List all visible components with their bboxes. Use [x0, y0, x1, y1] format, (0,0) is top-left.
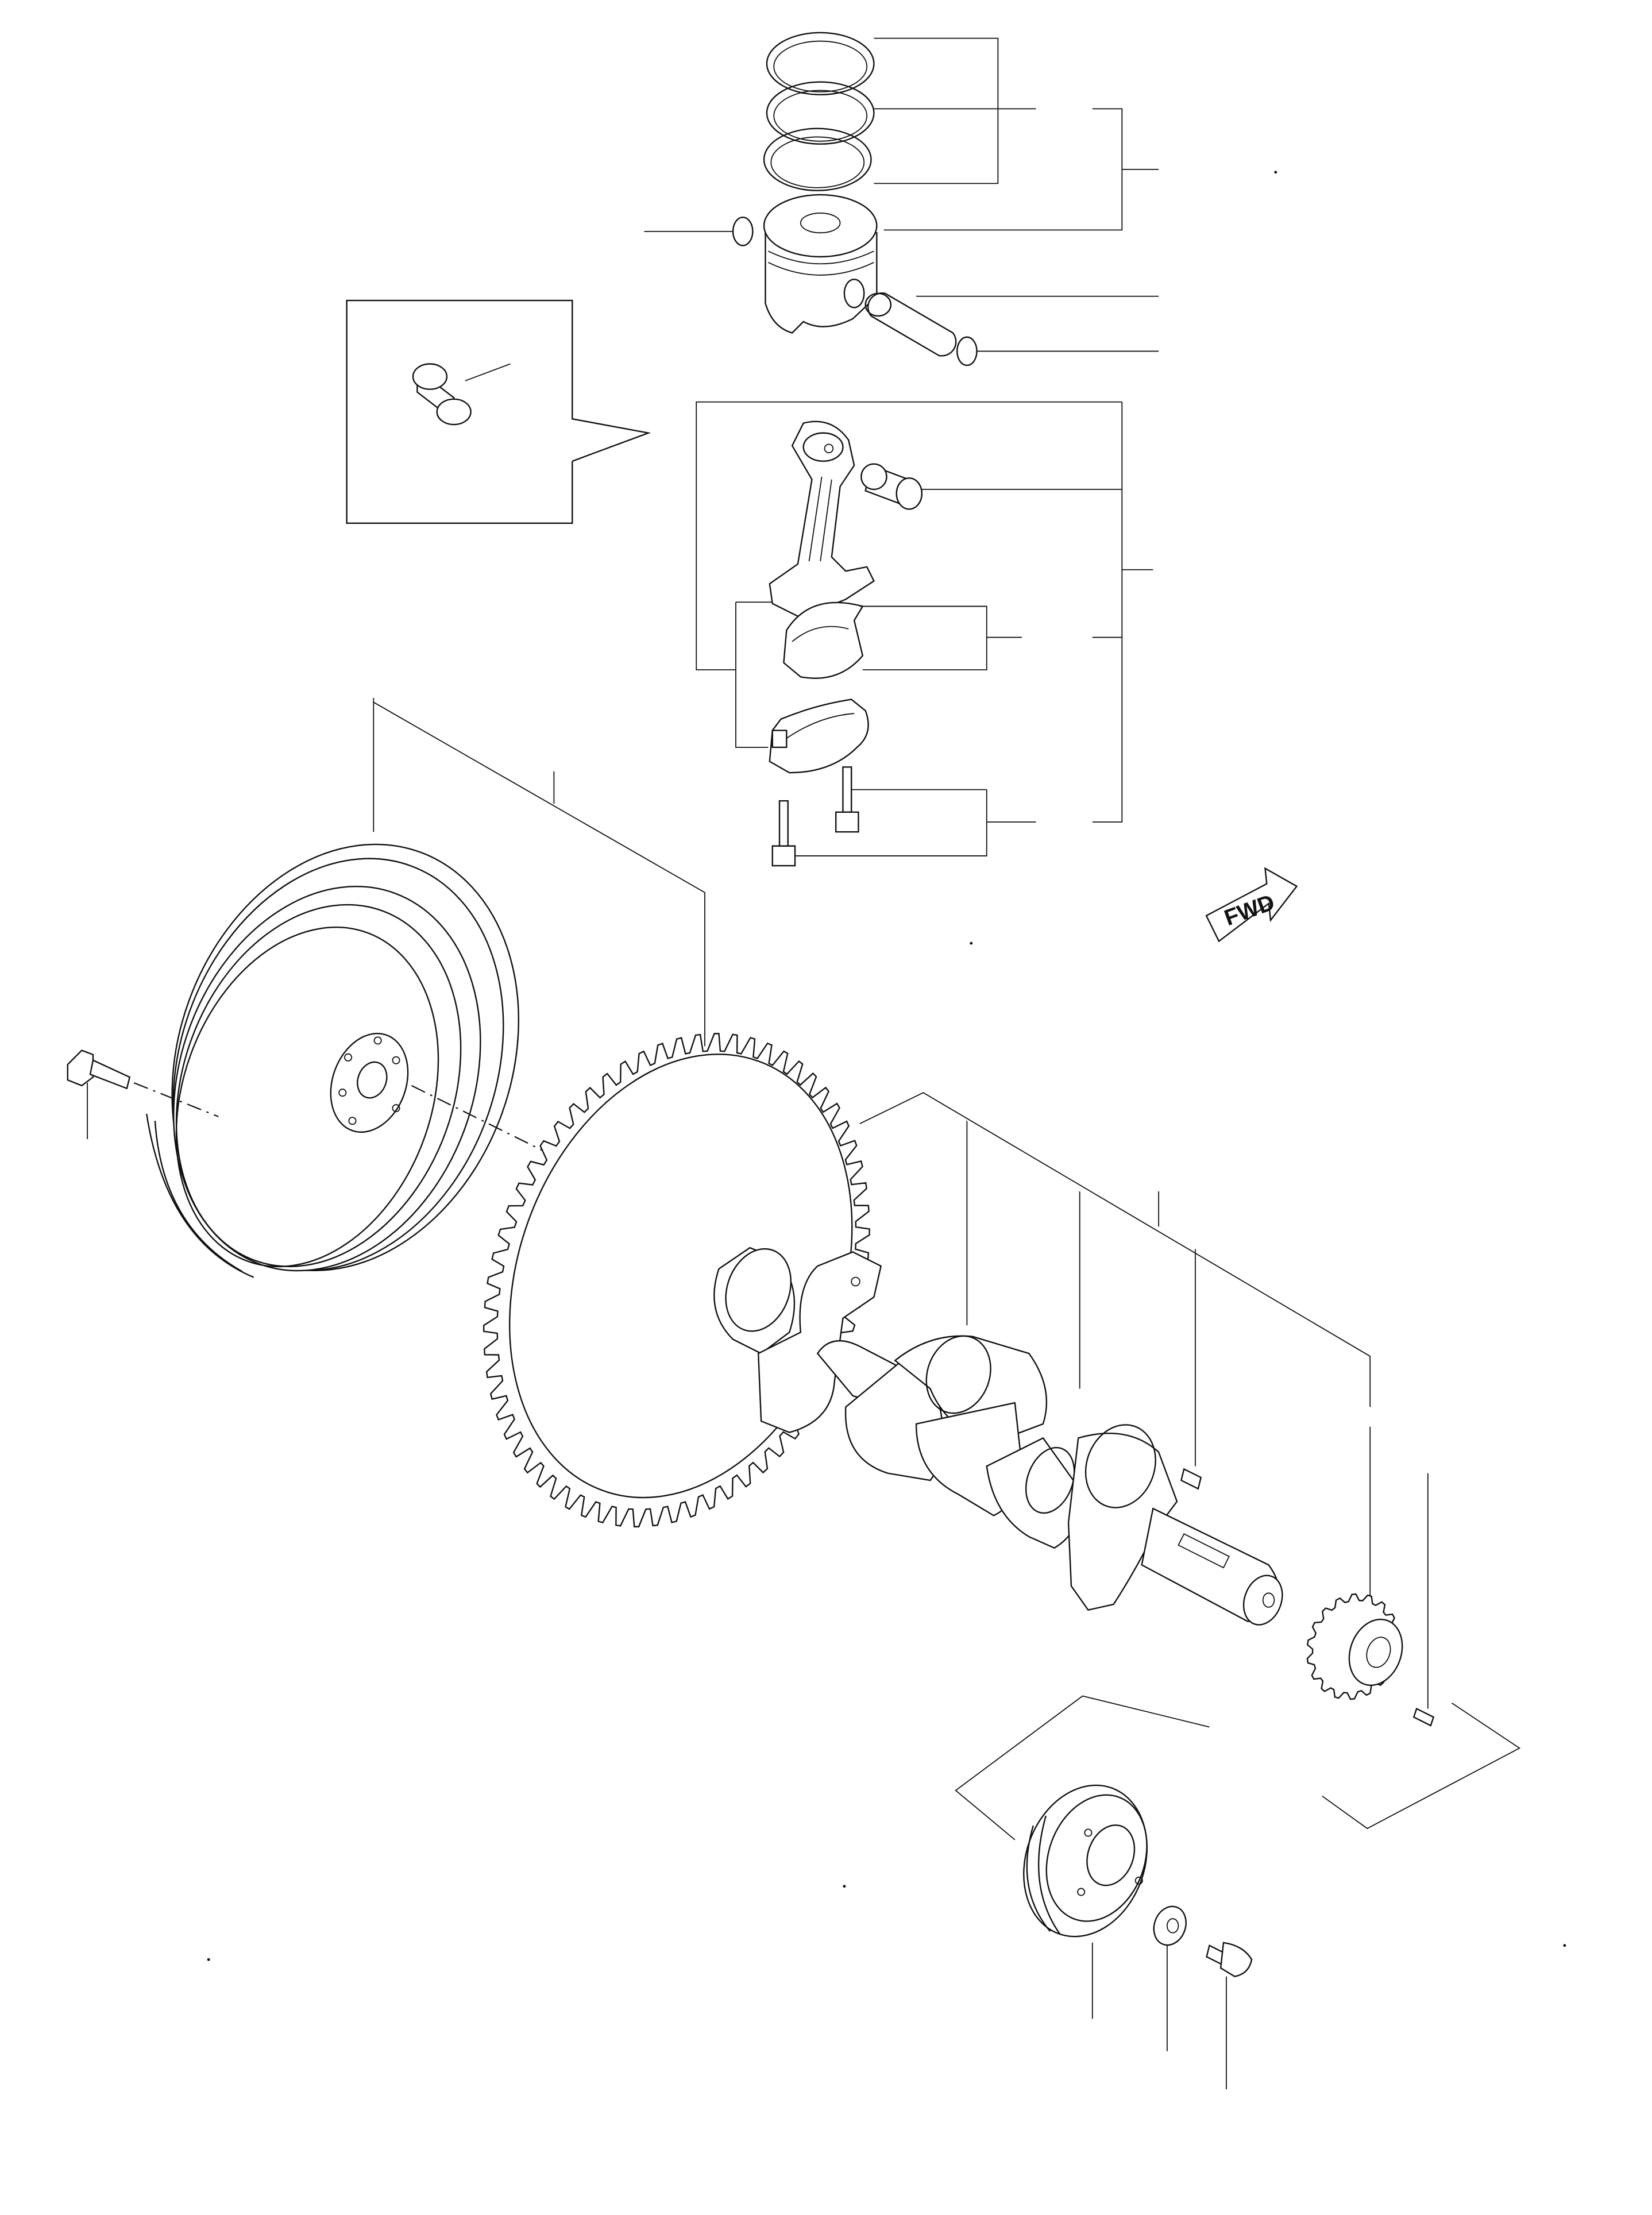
gear-key-pin [1414, 1473, 1433, 1726]
speck [207, 1958, 210, 1961]
crankshaft-pulley [1003, 1768, 1168, 2019]
pulley-bracket [956, 1696, 1520, 1839]
piston-ring-top [767, 33, 874, 95]
rod-cap [770, 700, 869, 773]
speck [843, 1885, 846, 1888]
piston-ring-second [767, 82, 874, 144]
rod-bolt-right [836, 767, 987, 832]
small-end-bushing-inset [413, 364, 510, 425]
speck [970, 941, 973, 945]
piston-pin [866, 293, 1159, 356]
rod-bolt-left [773, 790, 1036, 866]
pulley-bolt [1207, 1943, 1252, 2089]
piston-pin-clip-left [644, 217, 752, 245]
speck [1274, 171, 1277, 174]
connecting-rod-bracket [696, 402, 1153, 822]
bushing-inset-box [347, 300, 649, 523]
flywheel [114, 795, 576, 1319]
piston [764, 195, 877, 333]
crankshaft-gear [1307, 1594, 1411, 1699]
flywheel-bracket [373, 698, 705, 1046]
small-end-bushing [861, 464, 1122, 510]
upper-bearing-shell [783, 603, 986, 678]
crankshaft-key [1181, 1469, 1201, 1488]
piston-pin-clip-right [957, 337, 1159, 365]
pulley-washer [1149, 1902, 1191, 2051]
piston-oil-ring [764, 129, 871, 191]
flywheel-bolt [68, 1051, 130, 1140]
crankshaft-bracket [860, 1093, 1370, 1607]
connecting-rod [770, 422, 874, 618]
crankshaft [714, 1240, 1288, 1630]
speck [1563, 1944, 1566, 1947]
bearing-bracket [736, 602, 1022, 747]
fwd-direction-badge: FWD [1202, 865, 1302, 942]
ring-leader-lines [874, 38, 1159, 230]
